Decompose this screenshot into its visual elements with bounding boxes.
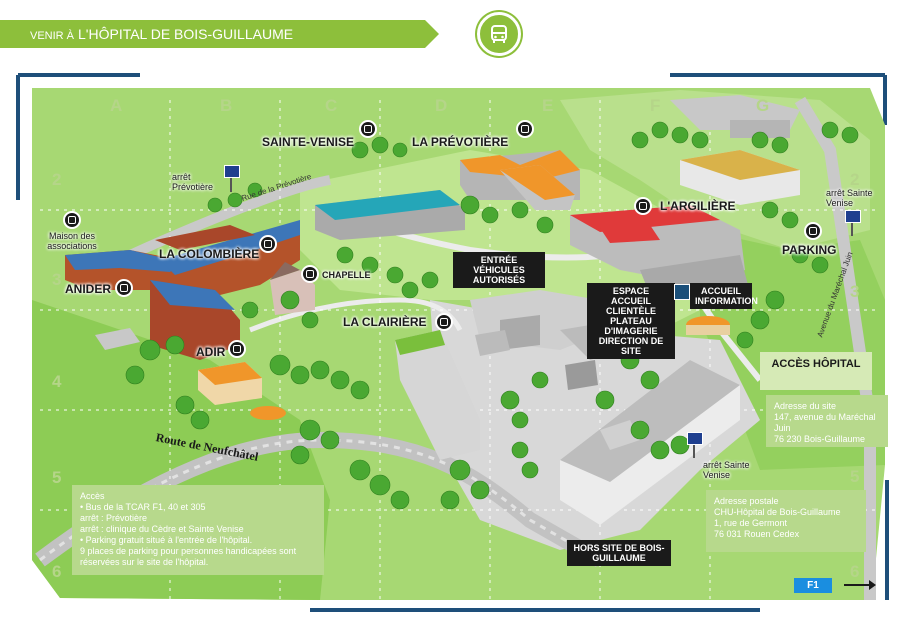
label-chapelle: CHAPELLE xyxy=(322,270,371,280)
tag-hors-site: HORS SITE DE BOIS-GUILLAUME xyxy=(567,540,671,566)
info-acces-line: • Parking gratuit situé à l'entrée de l'… xyxy=(80,535,253,545)
adresse-postale-line: Adresse postale xyxy=(714,496,779,506)
info-acces-line: • Bus de la TCAR F1, 40 et 305 xyxy=(80,502,206,512)
adresse-postale-line: 76 031 Rouen Cedex xyxy=(714,529,800,539)
grid-row-5-left: 5 xyxy=(52,468,62,487)
tag-entree-vehicules: ENTRÉE VÉHICULES AUTORISÉS xyxy=(453,252,545,288)
grid-column-a: A xyxy=(110,96,123,115)
grid-row-5-right: 5 xyxy=(850,467,860,486)
grid-column-f: F xyxy=(650,96,661,115)
pin-largiliere-icon[interactable] xyxy=(634,197,652,215)
info-acces-box: Accès • Bus de la TCAR F1, 40 et 305 arr… xyxy=(72,485,324,575)
label-maison-associations: Maison des associations xyxy=(47,231,97,251)
pin-anider-icon[interactable] xyxy=(115,279,133,297)
adresse-postale-line: 1, rue de Germont xyxy=(714,518,788,528)
tag-espace-accueil: ESPACE ACCUEIL CLIENTÈLE PLATEAU D'IMAGE… xyxy=(587,283,675,359)
bus-stop-sainte-venise-bottom-icon[interactable] xyxy=(687,432,703,445)
info-acces-line: arrêt : clinique du Cèdre et Sainte Veni… xyxy=(80,524,244,534)
arrow-right-icon xyxy=(844,580,876,590)
label-stop-sainte-venise-top: arrêt Sainte Venise xyxy=(826,188,873,208)
grid-column-b: B xyxy=(220,96,233,115)
bus-stop-post xyxy=(230,178,232,192)
adresse-site-box: Adresse du site 147, avenue du Maréchal … xyxy=(766,395,888,447)
label-la-prevotiere: LA PRÉVOTIÈRE xyxy=(412,135,509,149)
page-title: L'HÔPITAL DE BOIS-GUILLAUME xyxy=(78,26,294,42)
bus-icon xyxy=(477,12,521,56)
adresse-postale-line: CHU-Hôpital de Bois-Guillaume xyxy=(714,507,841,517)
information-kiosk-icon xyxy=(674,284,690,300)
label-adir: ADIR xyxy=(196,345,226,359)
grid-column-c: C xyxy=(325,96,338,115)
label-stop-prevotiere: arrêt Prévotière xyxy=(172,172,214,192)
adresse-site-line: Adresse du site xyxy=(774,401,837,411)
bus-stop-post xyxy=(693,444,695,458)
label-sainte-venise: SAINTE-VENISE xyxy=(262,135,355,149)
label-la-clairiere: LA CLAIRIÈRE xyxy=(343,315,427,329)
tag-accueil-information: ACCUEIL INFORMATION xyxy=(690,283,758,309)
grid-column-e: E xyxy=(542,96,554,115)
label-stop-sainte-venise-bottom: arrêt Sainte Venise xyxy=(703,460,750,480)
pin-parking-icon[interactable] xyxy=(804,222,822,240)
grid-row-3-right: 3 xyxy=(850,282,860,301)
info-acces-line: Accès xyxy=(80,491,105,501)
label-la-colombiere: LA COLOMBIÈRE xyxy=(159,247,260,261)
bus-stop-prevotiere-icon[interactable] xyxy=(224,165,240,178)
pin-chapelle-icon[interactable] xyxy=(301,265,319,283)
pin-la-colombiere-icon[interactable] xyxy=(259,235,277,253)
acces-hopital-label: ACCÈS HÔPITAL xyxy=(760,352,872,390)
grid-column-d: D xyxy=(435,96,448,115)
label-anider: ANIDER xyxy=(65,282,112,296)
grid-row-6-right: 6 xyxy=(850,562,860,581)
pin-maison-associations-icon[interactable] xyxy=(63,211,81,229)
title-lead: VENIR À xyxy=(30,30,75,42)
pin-la-prevotiere-icon[interactable] xyxy=(516,120,534,138)
grid-row-6-left: 6 xyxy=(52,562,62,581)
adresse-postale-box: Adresse postale CHU-Hôpital de Bois-Guil… xyxy=(706,490,866,552)
pin-la-clairiere-icon[interactable] xyxy=(435,313,453,331)
grid-row-2-right: 2 xyxy=(850,170,860,189)
pin-adir-icon[interactable] xyxy=(228,340,246,358)
f1-bus-line-badge: F1 xyxy=(794,578,832,593)
label-largiliere: L'ARGILIÈRE xyxy=(660,199,736,213)
info-acces-line: arrêt : Prévotière xyxy=(80,513,148,523)
grid-row-3-left: 3 xyxy=(52,270,62,289)
adresse-site-line: 76 230 Bois-Guillaume xyxy=(774,434,866,444)
grid-row-4-left: 4 xyxy=(52,372,62,391)
adresse-site-line: 147, avenue du Maréchal Juin xyxy=(774,412,876,433)
bus-stop-post xyxy=(851,222,853,236)
bus-stop-sainte-venise-top-icon[interactable] xyxy=(845,210,861,223)
label-parking: PARKING xyxy=(782,243,837,257)
grid-column-g: G xyxy=(756,96,770,115)
pin-sainte-venise-icon[interactable] xyxy=(359,120,377,138)
info-acces-line: 9 places de parking pour personnes handi… xyxy=(80,546,297,567)
grid-row-2-left: 2 xyxy=(52,170,62,189)
